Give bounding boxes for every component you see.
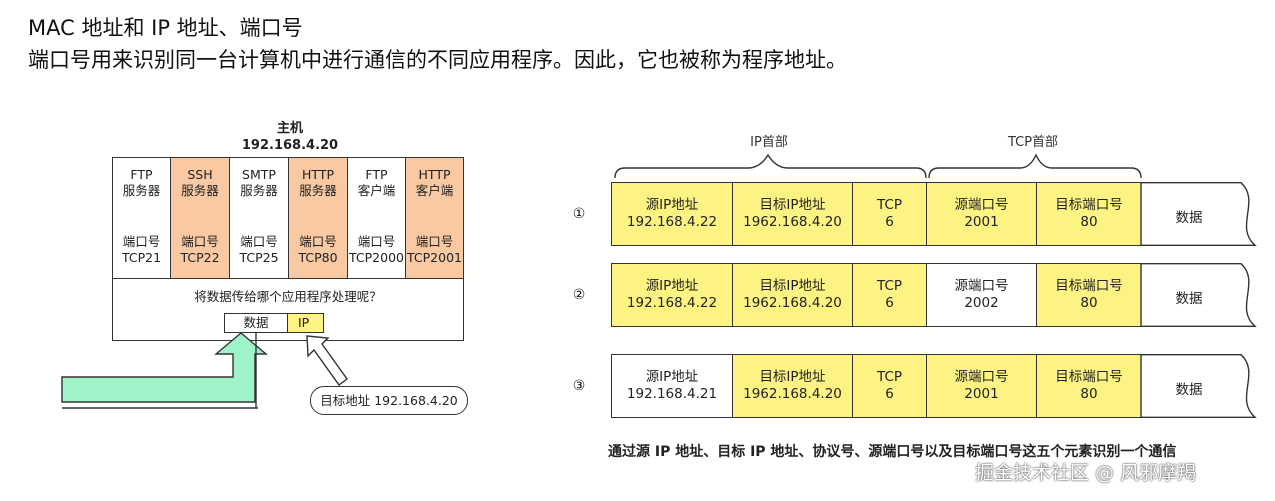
field-label: 目标IP地址 (759, 369, 826, 385)
apps-divider (113, 278, 463, 279)
field-label: 目标IP地址 (759, 197, 826, 213)
app-port: 端口号 TCP25 (239, 234, 279, 265)
src-port-field: 源端口号 2002 (926, 263, 1037, 327)
app-name: HTTP 服务器 (299, 167, 337, 198)
field-value: 1962.168.4.20 (743, 386, 842, 402)
dst-ip-field: 目标IP地址 1962.168.4.20 (732, 182, 853, 246)
src-port-field: 源端口号 2001 (926, 354, 1037, 418)
page-description: 端口号用来识别同一台计算机中进行通信的不同应用程序。因此，它也被称为程序地址。 (28, 48, 847, 72)
dst-ip-field: 目标IP地址 1962.168.4.20 (732, 354, 853, 418)
field-label: 源IP地址 (645, 369, 699, 385)
app-name: FTP 服务器 (122, 167, 161, 198)
ip-header-label: IP首部 (750, 135, 788, 150)
pointer-arrow (306, 335, 348, 386)
header-braces (614, 153, 1142, 179)
field-value: 1962.168.4.20 (743, 214, 842, 230)
row-number: ② (572, 287, 586, 303)
app-ssh-server: SSH 服务器 端口号 TCP22 (171, 158, 230, 278)
field-label: 目标端口号 (1055, 197, 1123, 213)
app-http-client: HTTP 客户端 端口号 TCP2001 (406, 158, 463, 278)
watermark: 掘金技术社区 @ 风邪摩羯 (975, 462, 1197, 484)
field-value: 80 (1080, 295, 1098, 311)
data-field-shape (1140, 263, 1257, 327)
field-label: TCP (876, 278, 903, 294)
field-label: 目标端口号 (1055, 278, 1123, 294)
field-label: 源端口号 (954, 278, 1009, 294)
field-value: 80 (1080, 386, 1098, 402)
dest-address-note: 目标地址 192.168.4.20 (310, 386, 468, 415)
routing-question: 将数据传给哪个应用程序处理呢？ (194, 289, 382, 304)
field-value: 192.168.4.22 (626, 295, 718, 311)
app-name: SSH 服务器 (181, 167, 219, 198)
app-name: FTP 客户端 (357, 167, 396, 198)
src-ip-field: 源IP地址 192.168.4.22 (611, 182, 733, 246)
app-smtp-server: SMTP 服务器 端口号 TCP25 (230, 158, 289, 278)
app-name: SMTP 服务器 (240, 167, 278, 198)
page-title: MAC 地址和 IP 地址、端口号 (28, 16, 303, 40)
data-field-label: 数据 (1175, 382, 1203, 398)
host-arrows (61, 332, 348, 409)
tcp-header-label: TCP首部 (1007, 135, 1059, 150)
dst-port-field: 目标端口号 80 (1036, 354, 1142, 418)
ip-header-brace (614, 153, 927, 179)
field-label: TCP (876, 197, 903, 213)
row-number: ① (572, 206, 586, 222)
dst-ip-field: 目标IP地址 1962.168.4.20 (732, 263, 853, 327)
field-label: 目标IP地址 (759, 278, 826, 294)
dst-port-field: 目标端口号 80 (1036, 182, 1142, 246)
app-ftp-server: FTP 服务器 端口号 TCP21 (113, 158, 171, 278)
app-port: 端口号 TCP21 (121, 234, 162, 265)
field-value: 6 (885, 386, 894, 402)
host-apps-box: FTP 服务器 端口号 TCP21 SSH 服务器 端口号 TCP22 SMTP… (112, 157, 464, 341)
incoming-arrow (61, 332, 268, 403)
field-value: 2001 (964, 386, 999, 402)
field-label: 源IP地址 (645, 197, 699, 213)
src-port-field: 源端口号 2001 (926, 182, 1037, 246)
app-port: 端口号 TCP2000 (349, 234, 404, 265)
src-ip-field: 源IP地址 192.168.4.22 (611, 263, 733, 327)
field-value: 80 (1080, 214, 1098, 230)
host-title: 主机 (276, 121, 303, 136)
field-label: TCP (876, 369, 903, 385)
app-port: 端口号 TCP22 (180, 234, 220, 265)
field-value: 6 (885, 295, 894, 311)
field-value: 2001 (964, 214, 999, 230)
field-label: 源端口号 (954, 197, 1009, 213)
field-label: 源IP地址 (645, 278, 699, 294)
protocol-field: TCP 6 (852, 354, 927, 418)
src-ip-field: 源IP地址 192.168.4.21 (611, 354, 733, 418)
protocol-field: TCP 6 (852, 263, 927, 327)
packet-ip-field: IP (287, 313, 324, 333)
field-value: 1962.168.4.20 (743, 295, 842, 311)
field-value: 192.168.4.21 (626, 386, 718, 402)
protocol-field: TCP 6 (852, 182, 927, 246)
app-name: HTTP 客户端 (415, 167, 454, 198)
data-field-shape (1140, 182, 1257, 246)
data-field-label: 数据 (1175, 210, 1203, 226)
field-label: 源端口号 (954, 369, 1009, 385)
data-field-label: 数据 (1175, 291, 1203, 307)
dst-port-field: 目标端口号 80 (1036, 263, 1142, 327)
field-label: 目标端口号 (1055, 369, 1123, 385)
tcp-header-brace (928, 153, 1142, 179)
app-port: 端口号 TCP2001 (407, 234, 462, 265)
five-tuple-caption: 通过源 IP 地址、目标 IP 地址、协议号、源端口号以及目标端口号这五个元素识… (608, 444, 1177, 460)
field-value: 6 (885, 214, 894, 230)
app-port: 端口号 TCP80 (298, 234, 338, 265)
app-ftp-client: FTP 客户端 端口号 TCP2000 (348, 158, 406, 278)
field-value: 192.168.4.22 (626, 214, 718, 230)
row-number: ③ (572, 378, 586, 394)
field-value: 2002 (964, 295, 999, 311)
host-ip: 192.168.4.20 (241, 138, 339, 153)
data-field-shape (1140, 354, 1257, 418)
app-http-server: HTTP 服务器 端口号 TCP80 (289, 158, 348, 278)
